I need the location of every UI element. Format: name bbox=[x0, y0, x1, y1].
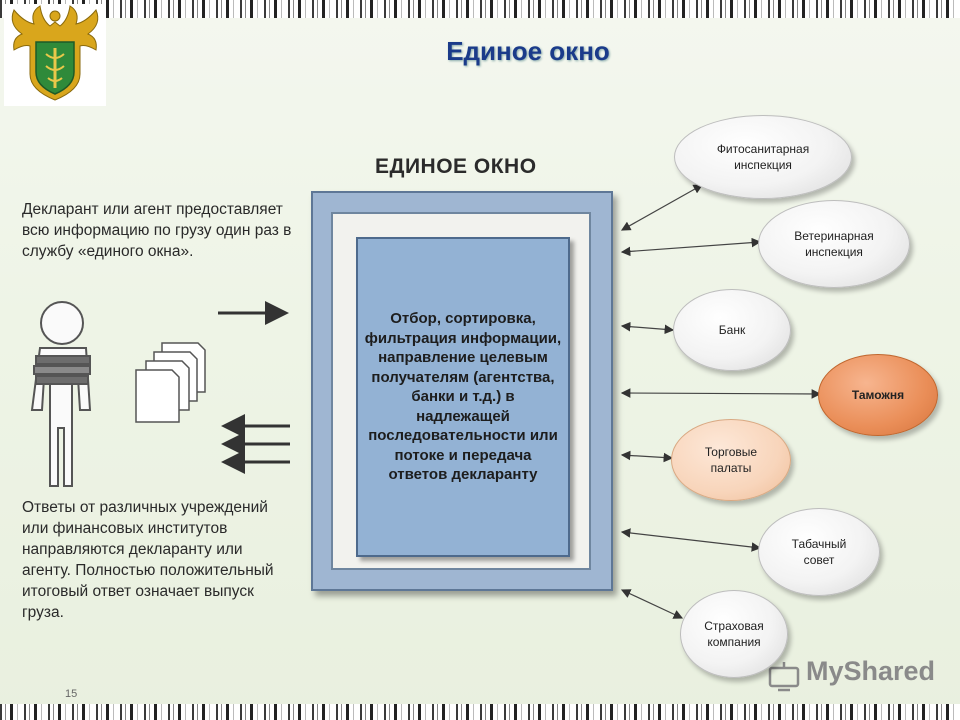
node-insurance-company: Страховая компания bbox=[680, 590, 788, 678]
responses-text: Ответы от различных учреждений или финан… bbox=[22, 499, 274, 621]
declarant-submission-text: Декларант или агент предоставляет всю ин… bbox=[22, 201, 292, 260]
node-trade-chambers: Торговые палаты bbox=[671, 419, 791, 501]
documents-icon bbox=[135, 342, 206, 423]
top-decorative-stripe bbox=[0, 0, 960, 18]
single-window-heading: ЕДИНОЕ ОКНО bbox=[375, 155, 537, 178]
page-number: 15 bbox=[65, 688, 78, 700]
node-label: Таможня bbox=[851, 388, 905, 402]
connector-vet bbox=[620, 237, 762, 257]
bottom-decorative-stripe bbox=[0, 704, 960, 720]
connector-trade bbox=[620, 450, 674, 463]
node-tobacco-council: Табачный совет bbox=[758, 508, 880, 596]
connector-bank bbox=[620, 321, 675, 335]
myshared-logo-icon bbox=[768, 662, 800, 692]
connector-customs bbox=[620, 388, 822, 399]
node-label: Банк bbox=[718, 323, 746, 337]
connector-phyto bbox=[620, 184, 704, 231]
customs-emblem-logo bbox=[4, 4, 106, 106]
node-label: Табачный совет bbox=[791, 537, 847, 567]
node-bank: Банк bbox=[673, 289, 791, 371]
node-phytosanitary: Фитосанитарная инспекция bbox=[674, 115, 852, 199]
processing-box: Отбор, сортировка, фильтрация информации… bbox=[356, 237, 570, 557]
node-veterinary: Ветеринарная инспекция bbox=[758, 200, 910, 288]
node-label: Фитосанитарная инспекция bbox=[716, 142, 810, 172]
processing-description: Отбор, сортировка, фильтрация информации… bbox=[364, 310, 562, 484]
page-title: Единое окно bbox=[446, 36, 610, 66]
connector-insurance bbox=[620, 589, 684, 619]
node-customs: Таможня bbox=[818, 354, 938, 436]
connector-tobacco bbox=[620, 528, 762, 552]
node-label: Ветеринарная инспекция bbox=[794, 229, 874, 259]
watermark-text: MyShared bbox=[806, 656, 936, 686]
declarant-figure-icon bbox=[30, 301, 92, 487]
node-label: Торговые палаты bbox=[704, 445, 758, 475]
node-label: Страховая компания bbox=[704, 619, 764, 649]
